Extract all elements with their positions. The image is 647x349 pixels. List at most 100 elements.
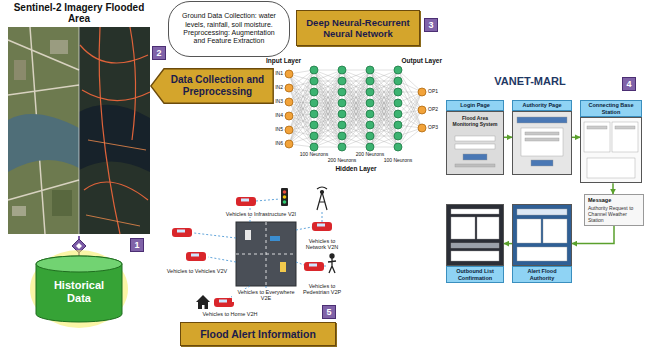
neuron	[394, 132, 402, 140]
screen-widget	[525, 138, 559, 141]
step-banner: Deep Neural-Recurrent Neural Network	[296, 10, 420, 46]
screen-widget	[451, 217, 475, 239]
layer-label: Hidden Layer	[326, 165, 386, 172]
neuron	[285, 98, 293, 106]
app-screen: Alert Flood Authority	[512, 204, 572, 283]
neuron	[338, 88, 346, 96]
neuron	[338, 66, 346, 74]
screen-widget	[587, 126, 607, 129]
network-weight	[370, 92, 398, 147]
v2x-label: Vehicles to Home V2H	[196, 311, 264, 317]
network-weight	[342, 70, 370, 125]
screen-widgets	[513, 112, 571, 174]
neuron	[285, 112, 293, 120]
v2x-label: Vehicles to Vehicles V2V	[164, 268, 230, 274]
dialog-title: Message	[588, 197, 640, 204]
car	[236, 197, 256, 206]
network-weight	[370, 70, 398, 81]
screen-widget	[451, 251, 499, 261]
network-weight	[314, 136, 342, 147]
network-weight	[314, 70, 342, 81]
network-weight	[342, 136, 370, 147]
neuron	[394, 66, 402, 74]
neuron	[366, 121, 374, 129]
car	[214, 298, 234, 307]
layer-label: Output Layer	[394, 57, 442, 64]
network-weight	[342, 70, 370, 125]
neuron-count: 100 Neurons	[297, 152, 331, 158]
neuron	[338, 132, 346, 140]
screen-widget	[477, 217, 499, 239]
neural-network	[285, 66, 426, 151]
network-weight	[314, 70, 342, 125]
network-weight	[370, 70, 398, 125]
network-weight	[370, 136, 398, 147]
database-cylinder: Historical Data	[36, 256, 122, 322]
output-name: OP3	[428, 125, 442, 131]
traffic-light	[281, 188, 288, 206]
network-weight	[342, 114, 370, 147]
network-weight	[370, 70, 398, 103]
network-weight	[342, 92, 370, 147]
network-weight	[342, 136, 370, 147]
step-banner: Data Collection and Preprocessing	[150, 68, 274, 104]
screen-widget	[531, 160, 553, 166]
screen-widgets	[581, 118, 641, 182]
neuron	[366, 88, 374, 96]
screen-tag: Authority Page	[512, 100, 572, 111]
output-name: OP2	[428, 107, 442, 113]
cylinder-glow	[30, 250, 128, 328]
output-name: OP1	[428, 89, 442, 95]
neuron	[366, 110, 374, 118]
callout-number: 2	[152, 46, 166, 60]
database-label: Historical Data	[44, 279, 114, 305]
network-weight	[342, 70, 370, 103]
screen-tag: Alert Flood Authority	[512, 266, 572, 283]
neuron	[418, 88, 426, 96]
app-screen: Login PageFlood Area Monitoring System	[446, 100, 504, 175]
neuron-count: 200 Neurons	[325, 158, 359, 164]
house	[196, 295, 210, 309]
input-name: IN5	[270, 127, 283, 133]
network-weight	[370, 114, 398, 147]
network-weight	[370, 92, 398, 147]
network-weight	[314, 92, 342, 147]
layer-label: Input Layer	[266, 57, 312, 64]
input-name: IN1	[270, 71, 283, 77]
screen-widget	[543, 219, 567, 243]
network-weight	[314, 70, 342, 125]
callout-number: 3	[424, 18, 438, 32]
flow-connector	[612, 183, 614, 194]
screen-widget	[525, 132, 559, 135]
car	[304, 262, 324, 271]
network-weight	[342, 70, 370, 81]
network-weight	[314, 114, 342, 147]
app-screen: Authority Page	[512, 100, 572, 175]
flow-connector	[572, 226, 614, 244]
dialog-body: Authority Request to Channel Weather Sta…	[588, 205, 640, 223]
screen-widget	[451, 243, 499, 248]
neuron	[310, 121, 318, 129]
neuron	[394, 77, 402, 85]
screen-tag: Outbound List Confirmation	[446, 266, 504, 283]
neuron	[418, 106, 426, 114]
screen-widgets	[513, 205, 571, 265]
network-weight	[370, 136, 398, 147]
neuron	[310, 66, 318, 74]
network-weight	[314, 70, 342, 103]
neuron	[338, 143, 346, 151]
network-weight	[342, 92, 370, 147]
screen-widget	[463, 154, 487, 160]
screen-widget	[517, 219, 541, 243]
screen-widget	[517, 247, 567, 261]
network-weight	[370, 70, 398, 103]
neuron	[338, 110, 346, 118]
network-tower	[317, 187, 327, 210]
pedestrian	[328, 254, 336, 273]
network-weight	[370, 70, 398, 81]
neuron	[366, 77, 374, 85]
neuron	[310, 99, 318, 107]
neuron	[285, 126, 293, 134]
step-banner: Flood Alert Information	[180, 322, 336, 346]
network-weight	[398, 92, 422, 147]
